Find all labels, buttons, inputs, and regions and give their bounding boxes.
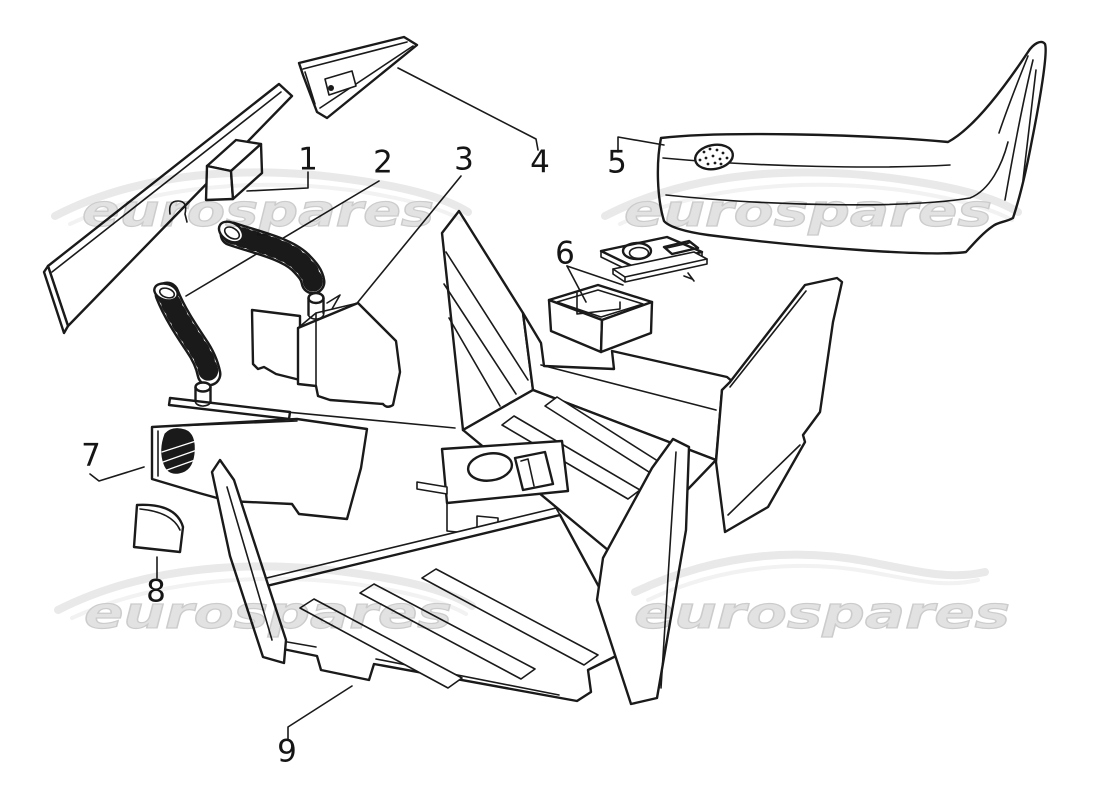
watermark-text: eurospares	[84, 588, 452, 639]
callout-3: 3	[454, 141, 474, 178]
hose-open-end	[153, 282, 179, 302]
callout-5: 5	[607, 144, 627, 181]
hose-open-end	[217, 220, 245, 244]
part-6-ashtray	[547, 235, 708, 354]
watermark-top-right: eurospares	[601, 168, 1022, 238]
part-2-air-hoses	[153, 220, 326, 387]
callout-6: 6	[555, 235, 575, 272]
tub-right-wall	[714, 276, 844, 534]
callout-2: 2	[373, 144, 393, 181]
leader-line-1	[246, 171, 309, 192]
watermark-text: eurospares	[82, 186, 434, 237]
part-7-arch-panel	[150, 381, 456, 521]
console-rail	[416, 481, 448, 495]
console-round-hole	[466, 452, 514, 482]
watermark-layer: eurospares eurospares eurospares eurospa…	[51, 168, 1022, 640]
watermark-bottom-right: eurospares	[631, 550, 1011, 640]
panel-clip-hook	[168, 200, 188, 223]
duct-stub	[307, 291, 325, 305]
leader-line-5	[617, 136, 665, 153]
callout-7: 7	[81, 437, 101, 474]
part-4-wedge-bracket	[297, 35, 419, 120]
watermark-bottom-left: eurospares	[54, 562, 476, 640]
callout-4: 4	[530, 144, 550, 181]
watermark-top-left: eurospares	[51, 168, 472, 238]
arch-top-strip	[167, 396, 292, 421]
leader-line-7	[89, 466, 145, 482]
callout-1: 1	[298, 141, 318, 178]
callout-8: 8	[146, 573, 166, 610]
leader-line-6b	[566, 265, 587, 303]
callout-9: 9	[277, 733, 297, 770]
console-rect-hole	[513, 450, 555, 492]
part-8-corner-panel	[132, 503, 185, 554]
leader-line-9	[287, 685, 353, 741]
arch-peg	[194, 381, 212, 393]
leader-lines-layer	[89, 67, 665, 741]
bracket-hole	[328, 85, 334, 91]
leader-line-6a	[566, 265, 624, 286]
watermark-text: eurospares	[634, 588, 1010, 639]
front-right-wall	[595, 437, 691, 706]
leader-line-4	[397, 67, 539, 151]
part-3-duct-bracket	[250, 291, 402, 408]
watermark-text: eurospares	[624, 186, 992, 237]
